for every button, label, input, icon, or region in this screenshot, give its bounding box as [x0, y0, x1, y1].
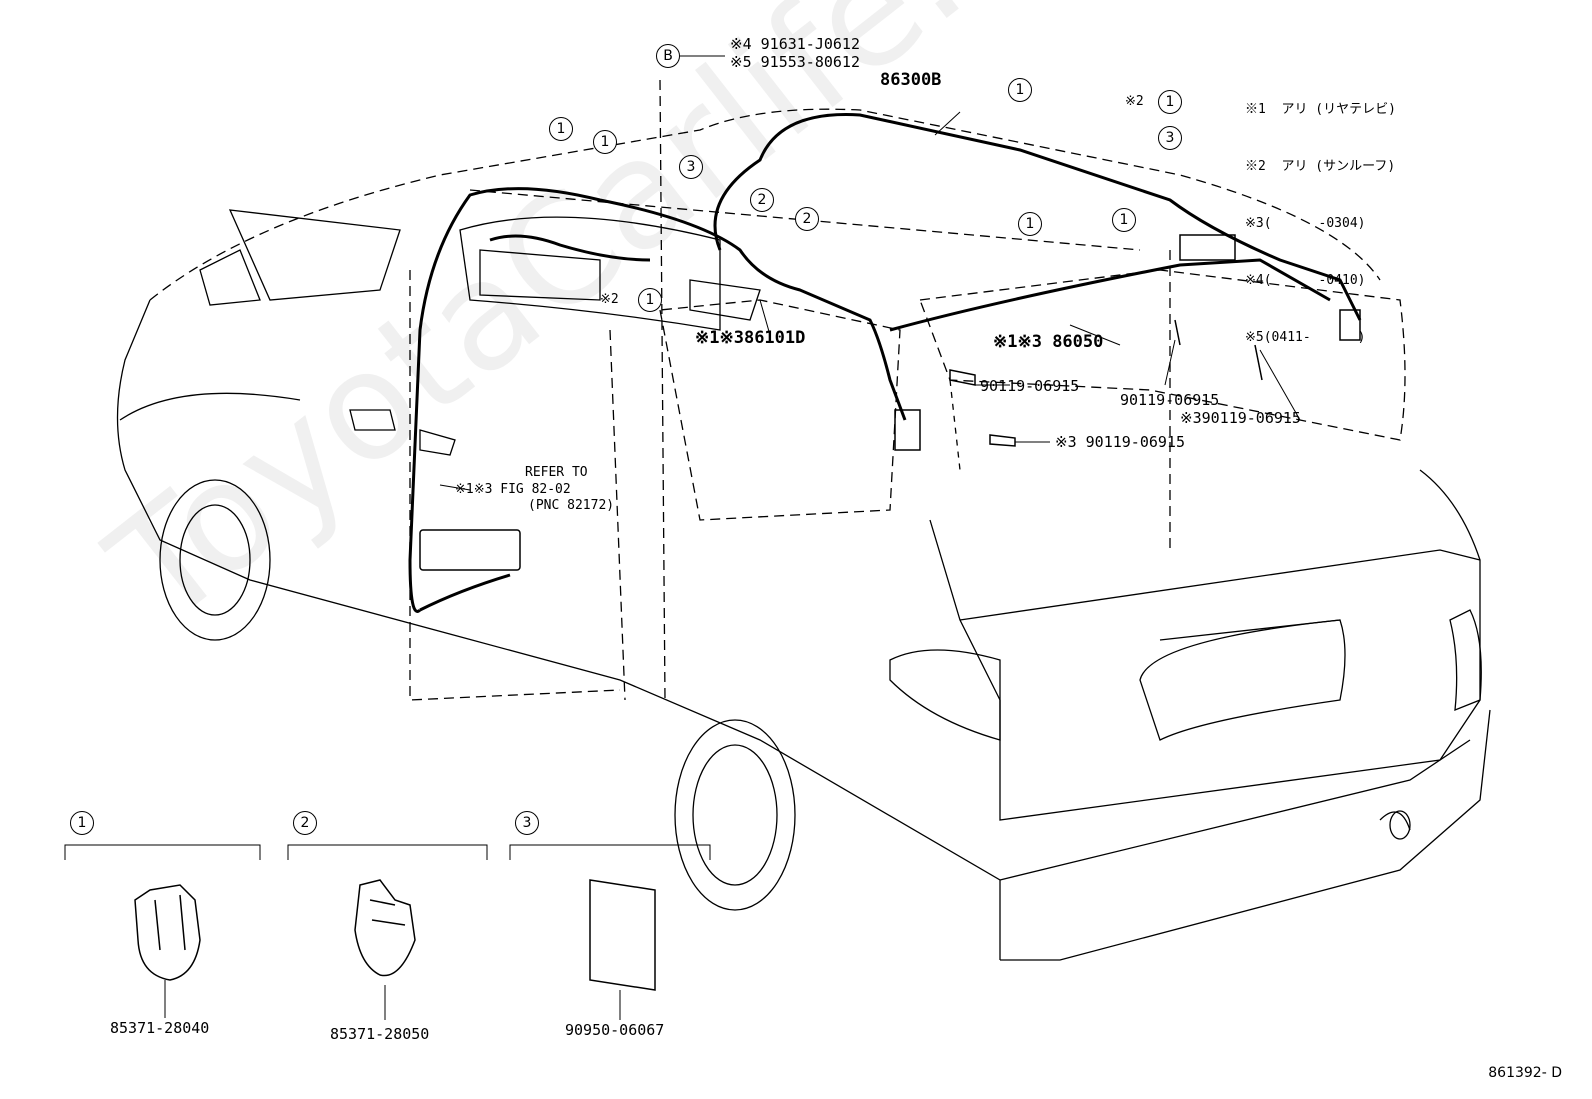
clip-85371-28040	[134, 884, 201, 981]
callout-1: 1	[593, 130, 617, 154]
b-part-1: ※4 91631-J0612	[730, 35, 860, 53]
callout-3: 3	[1158, 126, 1182, 150]
callout-star2: ※2	[600, 292, 619, 307]
harness-front-label: ※1※386101D	[695, 328, 806, 348]
vehicle-outline	[116, 79, 1491, 961]
tape-90950-06067	[589, 879, 656, 991]
screw-a-label: 90119-06915	[980, 377, 1080, 395]
callout-2: 2	[750, 188, 774, 212]
detail-1-number: 1	[70, 811, 94, 835]
detail-2-part: 85371-28050	[330, 1025, 430, 1043]
callout-star2-top: ※2	[1125, 94, 1144, 109]
wire-harness	[408, 113, 1362, 613]
refer-line-2: ※1※3 FIG 82-02	[455, 482, 571, 497]
callout-2: 2	[795, 207, 819, 231]
marker-b: B	[656, 44, 680, 68]
note-4: ※4( -0410)	[1245, 273, 1366, 288]
screw-c-label: ※390119-06915	[1180, 409, 1301, 427]
note-3: ※3( -0304)	[1245, 216, 1366, 231]
callout-1: 1	[1158, 90, 1182, 114]
detail-2-number: 2	[293, 811, 317, 835]
b-part-2: ※5 91553-80612	[730, 53, 860, 71]
callout-1: 1	[638, 288, 662, 312]
harness-roof-label: 86300B	[880, 70, 942, 90]
callout-3: 3	[679, 155, 703, 179]
refer-line-1: REFER TO	[525, 465, 588, 480]
note-2: ※2 アリ (サンルーフ)	[1245, 159, 1396, 174]
figure-code: 861392- D	[1488, 1065, 1562, 1081]
callout-1: 1	[549, 117, 573, 141]
refer-line-3: (PNC 82172)	[528, 498, 615, 513]
note-1: ※1 アリ (リヤテレビ)	[1245, 102, 1396, 117]
screw-b-label: 90119-06915	[1120, 391, 1220, 409]
detail-3-part: 90950-06067	[565, 1021, 665, 1039]
detail-brackets	[64, 844, 711, 1020]
screw-d-label: ※3 90119-06915	[1055, 433, 1185, 451]
leader-lines	[439, 55, 1301, 491]
callout-1: 1	[1018, 212, 1042, 236]
detail-1-part: 85371-28040	[110, 1019, 210, 1037]
note-5: ※5(0411- )	[1245, 330, 1366, 345]
callout-1: 1	[1008, 78, 1032, 102]
connectors	[419, 234, 1361, 571]
callout-1: 1	[1112, 208, 1136, 232]
clip-85371-28050	[354, 879, 416, 977]
harness-rear-label: ※1※3 86050	[993, 332, 1104, 352]
detail-part-drawings	[134, 879, 656, 991]
notes-legend: ※1 アリ (リヤテレビ) ※2 アリ (サンルーフ) ※3( -0304) ※…	[1245, 62, 1396, 366]
detail-3-number: 3	[515, 811, 539, 835]
